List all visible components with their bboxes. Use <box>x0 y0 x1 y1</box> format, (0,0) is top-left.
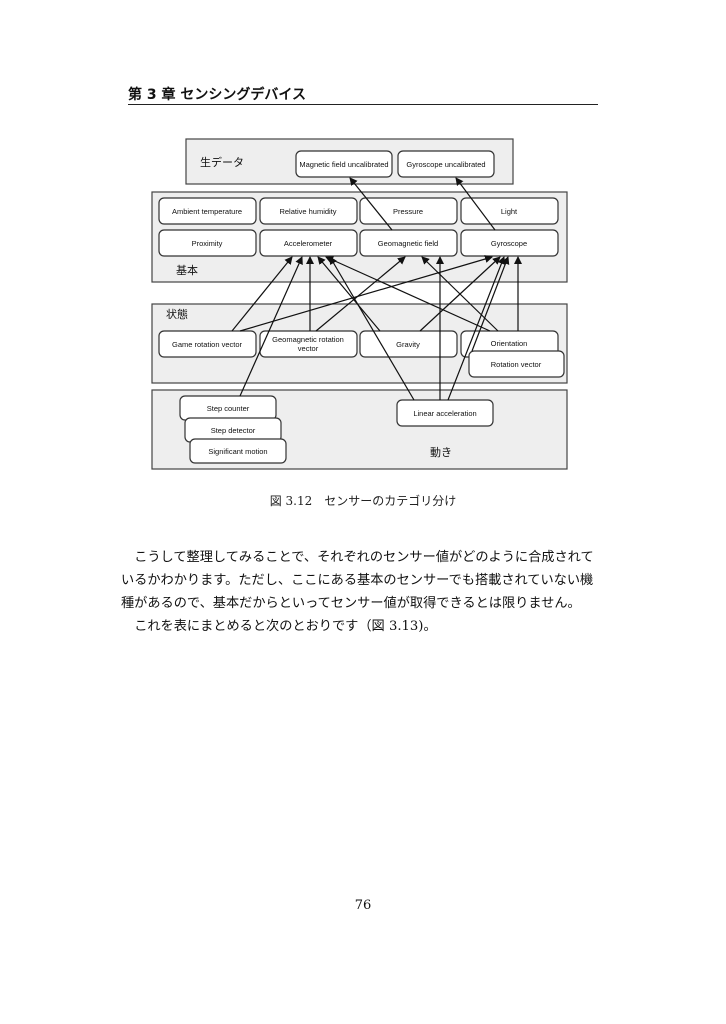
node-magnetic-uncalibrated <box>295 150 393 178</box>
figure-caption: 図 3.12 センサーのカテゴリ分け <box>269 494 457 508</box>
node-linear-acceleration-label: Linear acceleration <box>413 409 476 418</box>
panel-basic-label: 基本 <box>176 263 198 277</box>
node-gyroscope-uncalibrated-label: Gyroscope uncalibrated <box>406 160 485 169</box>
page-number: 76 <box>354 898 372 913</box>
node-significant-motion <box>189 438 287 464</box>
node-orientation-label: Orientation <box>491 339 528 348</box>
node-significant-motion-label: Significant motion <box>208 447 267 456</box>
node-game-rotation-vector <box>158 330 257 358</box>
node-gravity-label: Gravity <box>396 340 420 349</box>
edge-orientation-to-geomagnetic-field <box>421 256 499 332</box>
node-geomagnetic-field <box>359 229 458 257</box>
node-relative-humidity-label: Relative humidity <box>279 207 336 216</box>
node-geomagnetic-rotation-vector <box>259 330 358 358</box>
node-gyroscope-label: Gyroscope <box>491 239 527 248</box>
edge-geomag-rotation-to-geomagnetic-field <box>315 256 406 332</box>
body-text: こうして整理してみることで、それぞれのセンサー値がどのように合成されているかわか… <box>121 546 597 638</box>
node-game-rotation-vector-label: Game rotation vector <box>172 340 243 349</box>
body-paragraph-2: これを表にまとめると次のとおりです（図 3.13)。 <box>134 619 437 634</box>
chapter-header: 第 3 章 センシングデバイス <box>128 87 306 103</box>
node-accelerometer-label: Accelerometer <box>284 239 333 248</box>
node-geomagnetic-rotation-vector-label-2: vector <box>298 344 319 353</box>
node-linear-acceleration <box>396 399 494 427</box>
edge-orientation-to-accelerometer <box>325 256 491 332</box>
edge-game-rotation-to-accelerometer <box>231 256 293 332</box>
node-rotation-vector-label: Rotation vector <box>491 360 542 369</box>
node-gyroscope <box>460 229 559 257</box>
panel-state-label: 状態 <box>166 307 188 321</box>
header-rule <box>128 104 598 105</box>
node-step-counter-label: Step counter <box>207 404 250 413</box>
node-rotation-vector <box>468 350 565 378</box>
node-proximity <box>158 229 257 257</box>
edge-step-counter-to-accelerometer <box>239 256 303 397</box>
node-pressure-label: Pressure <box>393 207 423 216</box>
edge-linear-accel-to-gyroscope <box>447 256 506 401</box>
edge-gyro-to-gyro-uncal <box>455 177 496 231</box>
node-geomagnetic-field-label: Geomagnetic field <box>378 239 438 248</box>
edge-linear-accel-to-accelerometer <box>329 256 415 401</box>
edge-geomag-to-magnetic-uncal <box>349 177 393 231</box>
node-light-label: Light <box>501 207 518 216</box>
node-gyroscope-uncalibrated <box>397 150 495 178</box>
node-magnetic-uncalibrated-label: Magnetic field uncalibrated <box>299 160 388 169</box>
node-proximity-label: Proximity <box>192 239 223 248</box>
edge-game-rotation-to-gyroscope <box>239 255 493 332</box>
node-pressure <box>359 197 458 225</box>
node-step-detector-label: Step detector <box>211 426 256 435</box>
node-geomagnetic-rotation-vector-label: Geomagnetic rotation <box>272 335 344 344</box>
body-paragraph-1: こうして整理してみることで、それぞれのセンサー値がどのように合成されているかわか… <box>121 550 594 611</box>
node-ambient-temperature <box>158 197 257 225</box>
sensor-category-diagram: 生データ 基本 状態 動き Magnetic field uncalibrate… <box>151 138 568 470</box>
edge-rotation-vector-to-gyroscope <box>471 256 510 352</box>
edge-gravity-to-accelerometer <box>317 256 381 332</box>
panel-raw-label: 生データ <box>200 155 244 169</box>
node-ambient-temperature-label: Ambient temperature <box>172 207 242 216</box>
node-relative-humidity <box>259 197 358 225</box>
panel-motion-label: 動き <box>430 445 452 459</box>
